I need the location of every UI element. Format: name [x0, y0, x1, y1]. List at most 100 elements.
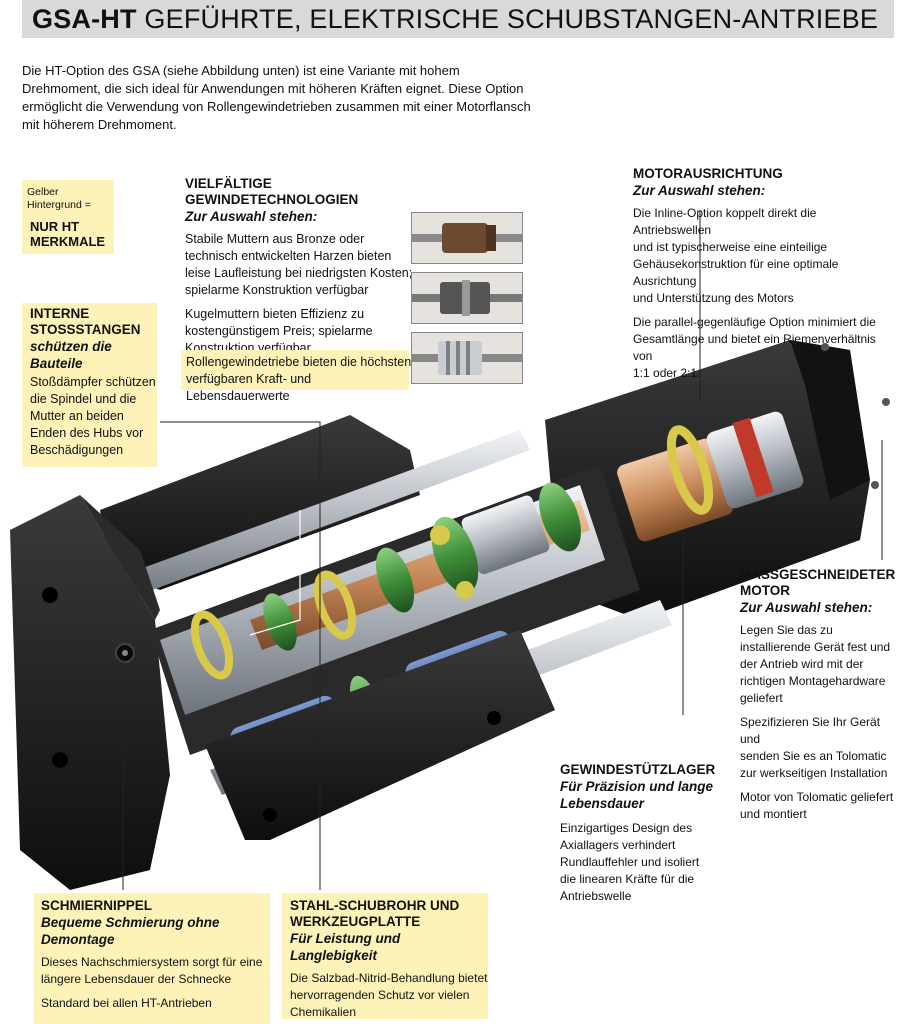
- callout-text: Stoßdämpfer schützen die Spindel und die…: [30, 374, 158, 459]
- ball-nut-thumbnail: [411, 272, 523, 324]
- text-line: Standard bei allen HT-Antrieben: [41, 996, 212, 1010]
- screw-head: [821, 343, 829, 351]
- text-para: Die Inline-Option koppelt direkt die Ant…: [633, 205, 895, 307]
- text-line: Gehäusekonstruktion für eine optimale Au…: [633, 257, 839, 288]
- bumper: [456, 581, 474, 599]
- legend-label-line: NUR HT: [30, 219, 80, 234]
- callout-subtitle: Für Leistung und Langlebigkeit: [290, 931, 401, 963]
- text-para: Motor von Tolomatic geliefert und montie…: [740, 789, 898, 823]
- text-line: Stabile Muttern aus Bronze oder: [185, 232, 365, 246]
- callout-title: MASSGESCHNEIDETER: [740, 567, 896, 582]
- callout-text: Die Inline-Option koppelt direkt die Ant…: [633, 205, 895, 382]
- text-line: und Unterstützung des Motors: [633, 291, 794, 305]
- text-line: Rollengewindetriebe bieten die höchsten: [186, 355, 412, 369]
- callout-text: Stabile Muttern aus Bronze oder technisc…: [185, 231, 415, 357]
- text-line: Gesamtlänge und bietet ein Riemenverhält…: [633, 332, 876, 363]
- roller-screw-thumbnail: [411, 332, 523, 384]
- mount-hole: [42, 587, 58, 603]
- text-line: zur werkseitigen Installation: [740, 766, 888, 780]
- text-line: Legen Sie das zu: [740, 623, 833, 637]
- legend-label-line: MERKMALE: [30, 234, 106, 249]
- actuator-illustration: [10, 210, 890, 890]
- schmier-callout: SCHMIERNIPPEL Bequeme Schmierung ohne De…: [41, 898, 273, 1019]
- callout-subtitle: Demontage: [41, 932, 115, 947]
- callout-title: STAHL-SCHUBROHR UND: [290, 898, 460, 913]
- legend-line: Gelber: [27, 186, 59, 198]
- mount-hole: [52, 752, 68, 768]
- mount-hole: [487, 711, 501, 725]
- motor-flange: [790, 340, 870, 500]
- stahl-highlight: [282, 893, 488, 1019]
- callout-subtitle: Für Präzision und lange: [560, 779, 714, 794]
- text-line: hervorragenden Schutz vor vielen: [290, 988, 470, 1002]
- callout-subtitle: schützen die: [30, 339, 112, 354]
- text-line: Antriebswelle: [560, 889, 632, 903]
- callout-subtitle: Zur Auswahl stehen:: [633, 183, 766, 198]
- text-line: Axiallagers verhindert: [560, 838, 676, 852]
- text-line: die linearen Kräfte für die: [560, 872, 695, 886]
- callout-subtitle: Lebensdauer: [560, 796, 645, 811]
- tooling-plate-edge: [80, 495, 160, 620]
- schmier-highlight: [34, 893, 270, 1024]
- text-line: installierende Gerät fest und: [740, 640, 891, 654]
- callout-subtitle: Zur Auswahl stehen:: [185, 209, 318, 224]
- callout-title: SCHMIERNIPPEL: [41, 898, 153, 913]
- mount-hole: [263, 808, 277, 822]
- stahl-callout: STAHL-SCHUBROHR UND WERKZEUGPLATTE Für L…: [290, 898, 490, 1021]
- text-line: Motor von Tolomatic geliefert: [740, 790, 894, 804]
- grease-fitting-nipple: [122, 650, 128, 656]
- yellow-ring: [190, 610, 234, 680]
- callout-text: Die Salzbad-Nitrid-Behandlung bietet her…: [290, 970, 490, 1021]
- callout-subtitle: Bauteile: [30, 356, 83, 371]
- intro-paragraph: Die HT-Option des GSA (siehe Abbildung u…: [22, 63, 531, 132]
- text-line: Stoßdämpfer schützen: [30, 375, 156, 389]
- text-para: Die parallel-gegenläufige Option minimie…: [633, 314, 895, 382]
- title-model: GSA-HT: [32, 4, 137, 34]
- massmotor-callout: MASSGESCHNEIDETER MOTOR Zur Auswahl steh…: [740, 567, 898, 830]
- text-line: und montiert: [740, 807, 807, 821]
- callout-title: VIELFÄLTIGE GEWINDETECHNOLOGIEN: [185, 176, 359, 207]
- callout-subtitle: Zur Auswahl stehen:: [740, 600, 873, 615]
- title-description: GEFÜHRTE, ELEKTRISCHE SCHUBSTANGEN-ANTRI…: [136, 4, 879, 34]
- text-line: geliefert: [740, 691, 783, 705]
- text-line: Die Inline-Option koppelt direkt die Ant…: [633, 206, 817, 237]
- page-title: GSA-HT GEFÜHRTE, ELEKTRISCHE SCHUBSTANGE…: [32, 4, 878, 34]
- gewinde-roller-text: Rollengewindetriebe bieten die höchsten …: [186, 354, 412, 405]
- text-line: Enden des Hubs vor: [30, 426, 144, 440]
- text-line: kostengünstigem Preis; spielarme: [185, 324, 373, 338]
- legend-label: NUR HT MERKMALE: [30, 219, 105, 249]
- interne-callout: INTERNE STOSSSTANGEN schützen die Bautei…: [30, 306, 158, 459]
- coupling-spider: [732, 417, 774, 498]
- callout-subtitle: Bequeme Schmierung ohne: [41, 915, 220, 930]
- text-line: Beschädigungen: [30, 443, 124, 457]
- legend-box: [22, 180, 114, 254]
- text-line: Dieses Nachschmiersystem sorgt für eine: [41, 955, 263, 969]
- callout-title: MOTOR: [740, 583, 790, 598]
- text-line: richtigen Montagehardware: [740, 674, 886, 688]
- callout-title: WERKZEUGPLATTE: [290, 914, 421, 929]
- green-seal: [539, 482, 581, 552]
- text-line: technisch entwickelten Harzen bieten: [185, 249, 392, 263]
- callout-title: MOTORAUSRICHTUNG: [633, 166, 783, 181]
- callout-text: Einzigartiges Design des Axiallagers ver…: [560, 820, 735, 905]
- text-line: der Antrieb wird mit der: [740, 657, 864, 671]
- text-line: 1:1 oder 2:1.: [633, 366, 701, 380]
- text-line: Chemikalien: [290, 1005, 357, 1019]
- base-plate: [205, 630, 555, 840]
- text-line: die Spindel und die: [30, 392, 137, 406]
- callout-text: Legen Sie das zu installierende Gerät fe…: [740, 622, 898, 823]
- text-line: spielarme Konstruktion verfügbar: [185, 283, 369, 297]
- text-line: Die parallel-gegenläufige Option minimie…: [633, 315, 876, 329]
- callout-title: INTERNE: [30, 306, 90, 321]
- text-line: und ist typischerweise eine einteilige: [633, 240, 828, 254]
- text-para: Standard bei allen HT-Antrieben: [41, 995, 273, 1012]
- callout-title: STOSSSTANGEN: [30, 322, 141, 337]
- screw-head: [882, 398, 890, 406]
- legend-note: Gelber Hintergrund =: [27, 186, 91, 212]
- yellow-ring: [666, 425, 714, 515]
- legend-line: Hintergrund =: [27, 199, 91, 211]
- text-line: längere Lebensdauer der Schnecke: [41, 972, 232, 986]
- text-line: Spezifizieren Sie Ihr Gerät und: [740, 715, 881, 746]
- text-para: Legen Sie das zu installierende Gerät fe…: [740, 622, 898, 707]
- text-line: Mutter an beiden: [30, 409, 124, 423]
